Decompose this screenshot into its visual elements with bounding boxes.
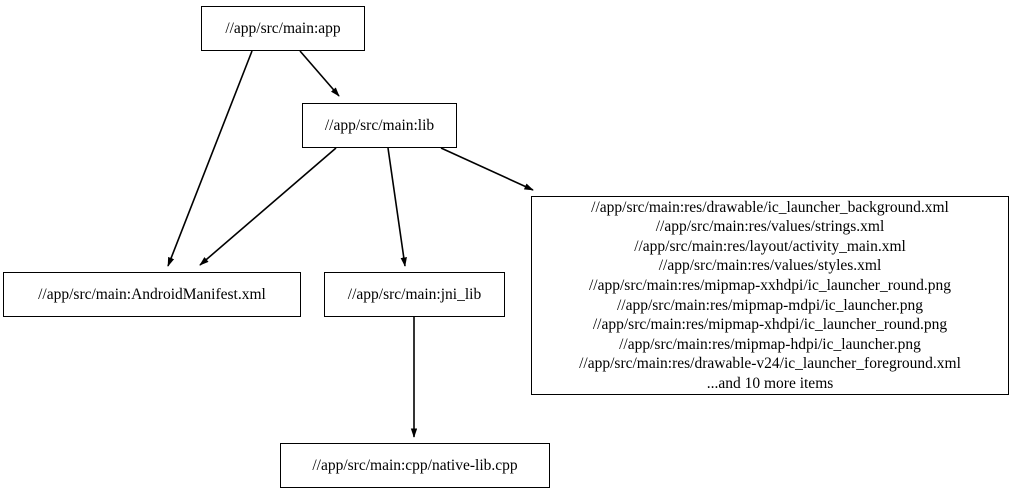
edge-app-to-androidmanifest <box>167 50 253 267</box>
node-app[interactable]: //app/src/main:app <box>201 6 365 51</box>
node-app-label: //app/src/main:app <box>225 19 341 37</box>
node-lib-label: //app/src/main:lib <box>324 116 435 134</box>
edge-app-to-lib <box>299 50 340 97</box>
edge-lib-to-jni-lib <box>387 147 407 267</box>
node-androidmanifest[interactable]: //app/src/main:AndroidManifest.xml <box>3 272 301 317</box>
node-androidmanifest-label: //app/src/main:AndroidManifest.xml <box>38 285 266 303</box>
node-res-group[interactable]: //app/src/main:res/drawable/ic_launcher_… <box>531 196 1009 395</box>
node-native-lib-cpp[interactable]: //app/src/main:cpp/native-lib.cpp <box>280 443 550 488</box>
node-res-group-label: //app/src/main:res/drawable/ic_launcher_… <box>579 198 961 392</box>
edge-lib-to-androidmanifest <box>199 147 337 266</box>
node-native-lib-cpp-label: //app/src/main:cpp/native-lib.cpp <box>312 456 518 474</box>
node-lib[interactable]: //app/src/main:lib <box>302 103 457 148</box>
node-jni-lib-label: //app/src/main:jni_lib <box>347 285 482 303</box>
node-jni-lib[interactable]: //app/src/main:jni_lib <box>324 272 505 317</box>
edge-lib-to-res-group <box>440 147 534 191</box>
